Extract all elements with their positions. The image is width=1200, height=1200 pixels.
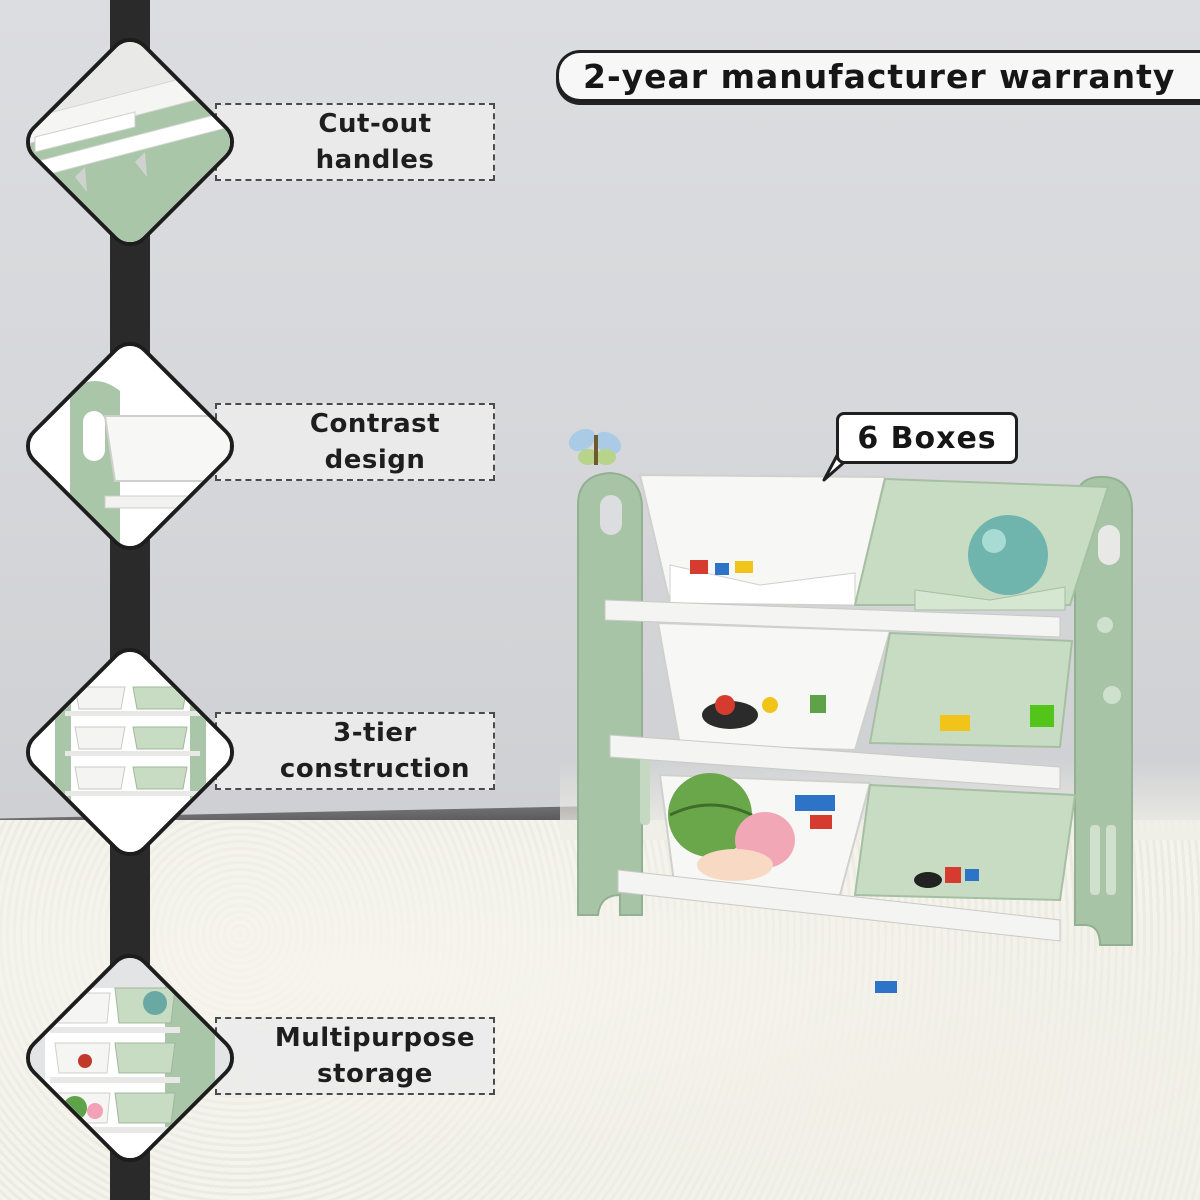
warranty-banner: 2-year manufacturer warranty	[556, 50, 1200, 102]
feature-label-line: 3-tier	[333, 718, 417, 748]
feature-label-line: Cut-out	[318, 109, 432, 139]
feature-label-3-tier-construction: 3-tier construction	[215, 712, 495, 790]
feature-label-line: handles	[315, 145, 435, 175]
feature-label-line: storage	[317, 1059, 433, 1089]
feature-label-line: Contrast	[309, 409, 441, 439]
warranty-text: 2-year manufacturer warranty	[583, 56, 1176, 96]
feature-label-line: Multipurpose	[274, 1023, 476, 1053]
feature-label-line: construction	[279, 754, 471, 784]
feature-label-multipurpose-storage: Multipurpose storage	[215, 1017, 495, 1095]
feature-label-line: design	[324, 445, 426, 475]
boxes-count-bubble: 6 Boxes	[836, 412, 1018, 464]
feature-label-contrast-design: Contrast design	[215, 403, 495, 481]
butterfly-decal-icon	[568, 428, 622, 465]
feature-label-cutout-handles: Cut-out handles	[215, 103, 495, 181]
boxes-count-text: 6 Boxes	[857, 420, 997, 456]
toy-storage-organizer-image	[568, 428, 1133, 993]
